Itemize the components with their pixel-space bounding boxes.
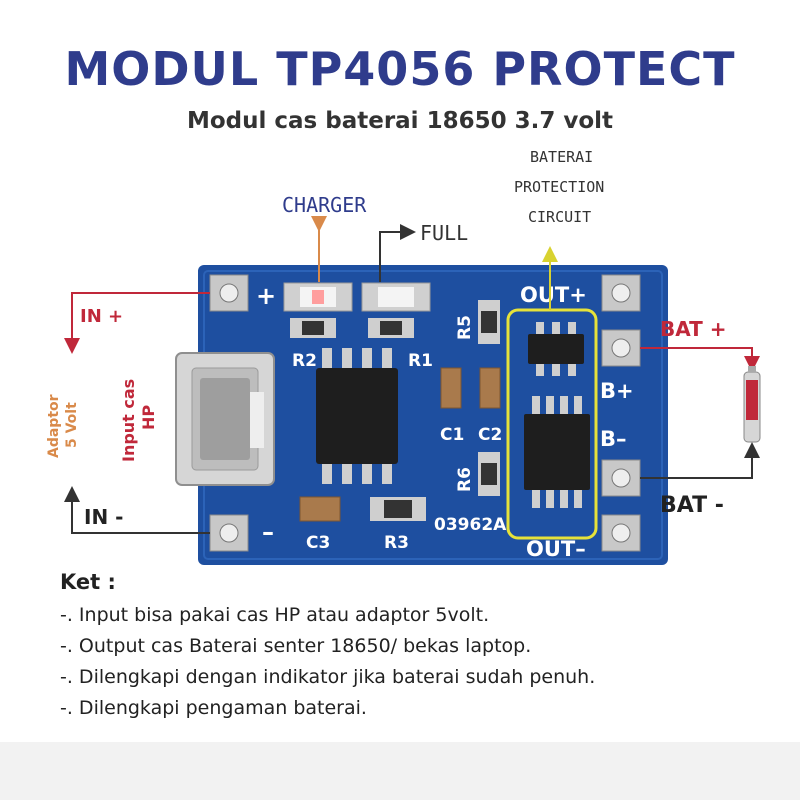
- label-protection-3: CIRCUIT: [528, 208, 591, 226]
- protection-ic-mosfet: [524, 396, 590, 508]
- battery-icon: [743, 366, 761, 443]
- capacitor-c3: [299, 496, 341, 522]
- silk-c2: C2: [478, 425, 502, 445]
- protection-ic-small: [528, 322, 584, 376]
- silk-out-plus: OUT+: [520, 283, 587, 307]
- page-title: MODUL TP4056 PROTECT: [64, 42, 736, 96]
- resistor-r2: [290, 318, 336, 338]
- protection-circuit-highlight: [506, 308, 598, 540]
- notes-item: -. Dilengkapi dengan indikator jika bate…: [60, 666, 596, 688]
- pad-out-plus: [601, 274, 641, 312]
- silk-out-minus: OUT–: [526, 537, 586, 561]
- bat-plus-line: [640, 347, 760, 372]
- silk-c1: C1: [440, 425, 464, 445]
- pad-b-plus: [601, 329, 641, 367]
- silk-r6: R6: [455, 467, 475, 492]
- label-protection-2: PROTECTION: [514, 178, 604, 196]
- notes-section: Ket : -. Input bisa pakai cas HP atau ad…: [60, 570, 760, 728]
- label-full: FULL: [420, 221, 468, 245]
- silk-minus: –: [262, 518, 274, 546]
- label-charger: CHARGER: [282, 193, 367, 217]
- label-in-plus: IN +: [80, 306, 123, 327]
- bat-minus-line: [640, 442, 760, 479]
- full-led: [361, 282, 431, 312]
- pad-in-minus: [209, 514, 249, 552]
- in-minus-line: [64, 486, 210, 534]
- pad-out-minus: [601, 514, 641, 552]
- silk-b-minus: B–: [600, 427, 627, 451]
- silk-plus: +: [256, 282, 276, 310]
- main-ic-chip: [316, 348, 398, 484]
- resistor-r6: [478, 452, 500, 496]
- notes-heading: Ket :: [60, 570, 116, 594]
- label-protection-1: BATERAI: [530, 148, 593, 166]
- resistor-r5: [478, 300, 500, 344]
- label-adaptor-2: 5 Volt: [64, 402, 80, 448]
- micro-usb-port: [175, 352, 275, 486]
- bottom-bar: [0, 742, 800, 800]
- label-input-2: HP: [139, 405, 158, 430]
- pad-in-plus: [209, 274, 249, 312]
- silk-board-code: 03962A: [434, 515, 507, 535]
- pad-b-minus: [601, 459, 641, 497]
- notes-item: -. Output cas Baterai senter 18650/ beka…: [60, 635, 532, 657]
- label-input-1: Input cas: [119, 379, 138, 462]
- silk-r5: R5: [455, 315, 475, 340]
- label-in-minus: IN -: [84, 505, 123, 529]
- page-subtitle: Modul cas baterai 18650 3.7 volt: [186, 108, 614, 134]
- label-bat-minus: BAT -: [660, 493, 724, 518]
- silk-c3: C3: [306, 533, 330, 553]
- label-adaptor-1: Adaptor: [46, 394, 62, 458]
- charger-led: [283, 282, 353, 312]
- notes-item: -. Input bisa pakai cas HP atau adaptor …: [60, 604, 490, 626]
- resistor-r1: [368, 318, 414, 338]
- silk-b-plus: B+: [600, 379, 634, 403]
- silk-r2: R2: [292, 351, 317, 371]
- label-bat-plus: BAT +: [660, 317, 727, 341]
- in-plus-line: [64, 292, 210, 354]
- silk-r3: R3: [384, 533, 409, 553]
- silk-r1: R1: [408, 351, 433, 371]
- full-callout-line: [379, 224, 416, 282]
- resistor-r3: [370, 497, 426, 521]
- notes-item: -. Dilengkapi pengaman baterai.: [60, 697, 367, 719]
- capacitor-c1: [440, 367, 462, 409]
- capacitor-c2: [479, 367, 501, 409]
